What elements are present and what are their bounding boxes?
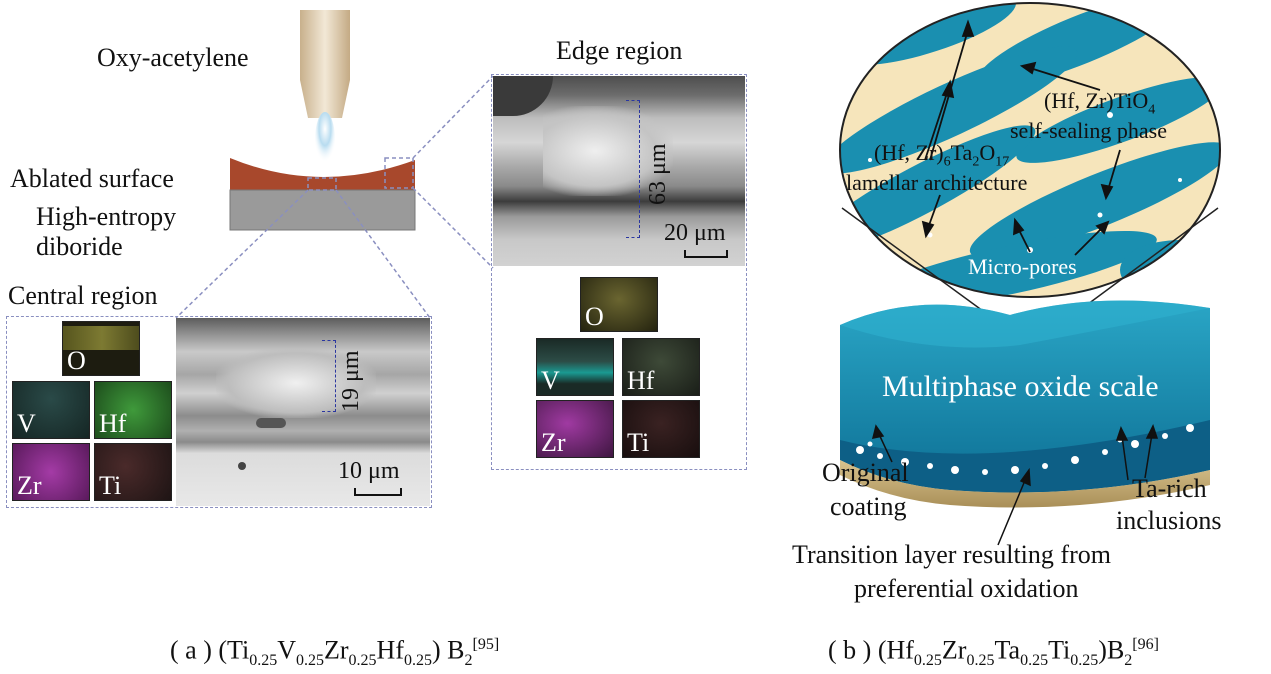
central-map-o: O	[62, 321, 140, 376]
central-scale-bar	[354, 488, 402, 496]
edge-thickness-label: 63 μm	[645, 143, 671, 205]
phase2-label-line1: (Hf, Zr)6Ta2O17	[874, 140, 1010, 170]
central-map-v-label: V	[17, 409, 36, 438]
central-map-hf: Hf	[94, 381, 172, 439]
central-thickness-label: 19 μm	[338, 350, 364, 412]
edge-map-hf-label: Hf	[627, 366, 655, 395]
central-scale-label: 10 μm	[338, 458, 400, 484]
phase1-label-line2: self-sealing phase	[1010, 118, 1167, 143]
phase2-label-line2: lamellar architecture	[846, 170, 1028, 195]
edge-map-ti-label: Ti	[627, 428, 650, 457]
substrate-label-line1: High-entropy	[36, 202, 177, 231]
transition-layer-line2: preferential oxidation	[854, 574, 1079, 603]
caption-b: ( b ) (Hf0.25Zr0.25Ta0.25Ti0.25)B2[96]	[828, 635, 1159, 669]
edge-scale-label: 20 μm	[664, 220, 726, 246]
central-map-hf-label: Hf	[99, 409, 127, 438]
edge-map-zr-label: Zr	[541, 428, 566, 457]
edge-map-v-label: V	[541, 366, 560, 395]
torch-label: Oxy-acetylene	[97, 43, 249, 72]
sample-cross-section	[229, 158, 416, 231]
edge-thickness-bracket	[626, 100, 640, 238]
central-map-ti-label: Ti	[99, 471, 122, 500]
central-map-ti: Ti	[94, 443, 172, 501]
torch-nozzle-icon	[300, 10, 350, 168]
edge-sem-image	[493, 76, 745, 266]
edge-map-ti: Ti	[622, 400, 700, 458]
edge-map-o-label: O	[585, 302, 604, 331]
transition-layer-line1: Transition layer resulting from	[792, 540, 1111, 569]
central-map-v: V	[12, 381, 90, 439]
multiphase-scale-label: Multiphase oxide scale	[882, 370, 1159, 403]
edge-scale-bar	[684, 250, 728, 258]
central-sem-image	[176, 318, 430, 506]
edge-region-title: Edge region	[556, 36, 683, 65]
edge-map-o: O	[580, 277, 658, 332]
zoom-circle	[840, 3, 1220, 297]
caption-a: ( a ) (Ti0.25V0.25Zr0.25Hf0.25) B2[95]	[170, 635, 500, 669]
central-region-title: Central region	[8, 281, 158, 310]
ta-rich-line1: Ta-rich	[1132, 474, 1207, 503]
edge-map-hf: Hf	[622, 338, 700, 396]
micropores-label: Micro-pores	[968, 254, 1077, 279]
edge-map-v: V	[536, 338, 614, 396]
oxide-scale-schematic	[839, 2, 1221, 546]
central-map-zr: Zr	[12, 443, 90, 501]
phase1-label-line1: (Hf, Zr)TiO4	[1044, 88, 1156, 118]
edge-region-box	[491, 74, 747, 470]
connector-lines	[175, 75, 494, 319]
central-map-zr-label: Zr	[17, 471, 42, 500]
central-thickness-bracket	[322, 340, 336, 412]
central-map-o-label: O	[67, 346, 86, 375]
original-coating-line1: Original	[822, 458, 909, 487]
ta-rich-line2: inclusions	[1116, 506, 1222, 535]
edge-map-zr: Zr	[536, 400, 614, 458]
substrate-label-line2: diboride	[36, 232, 123, 261]
ablated-surface-label: Ablated surface	[10, 164, 174, 193]
central-region-box	[6, 316, 432, 508]
original-coating-line2: coating	[830, 492, 907, 521]
